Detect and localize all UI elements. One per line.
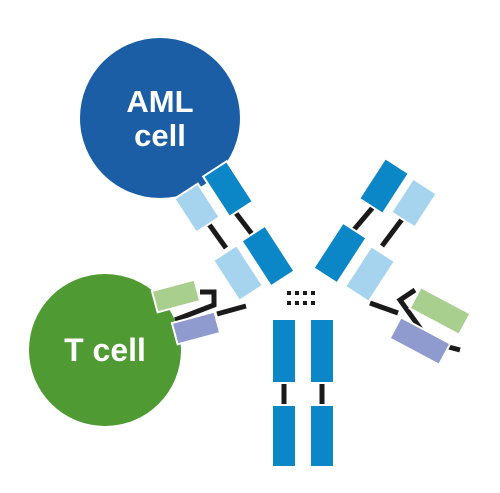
right-light-linker: [380, 216, 405, 248]
right-scfv: [388, 285, 472, 367]
right-ch1-domain: [312, 221, 368, 285]
left-fab-arm: [172, 159, 296, 303]
left-scfv-vl-domain: [170, 310, 222, 346]
t-cell-body: [29, 274, 181, 426]
left-vl-domain: [172, 182, 222, 234]
right-scfv-tether: [369, 300, 399, 316]
t-cell-label: T cell: [64, 332, 146, 368]
fc-ch3-left: [271, 404, 297, 468]
left-scfv-vh-domain: [150, 278, 202, 314]
fc-region: [271, 318, 335, 468]
aml-cell-body: [80, 38, 240, 198]
right-scfv-vl-domain: [388, 315, 452, 367]
aml-cell-label-line1: AML: [126, 84, 193, 119]
left-scfv-tether: [216, 303, 247, 317]
right-fab-arm: [312, 156, 439, 304]
left-cl-domain: [211, 243, 265, 303]
right-cl-domain: [343, 244, 397, 304]
right-vl-domain: [389, 177, 439, 229]
t-cell: T cell: [29, 274, 181, 426]
aml-cell-label-line2: cell: [134, 118, 186, 153]
fc-ch2-right: [309, 318, 335, 384]
right-heavy-linker: [350, 204, 376, 234]
left-vh-domain: [201, 159, 255, 219]
hinge-dots: [287, 291, 315, 305]
left-scfv: [150, 278, 222, 346]
aml-cell: AML cell: [80, 38, 240, 198]
left-scfv-linker: [174, 289, 217, 323]
right-vh-domain: [357, 156, 411, 216]
fc-ch3-right: [309, 404, 335, 468]
right-scfv-vh-domain: [408, 285, 472, 337]
fc-ch2-left: [271, 318, 297, 384]
left-ch1-domain: [240, 224, 296, 288]
